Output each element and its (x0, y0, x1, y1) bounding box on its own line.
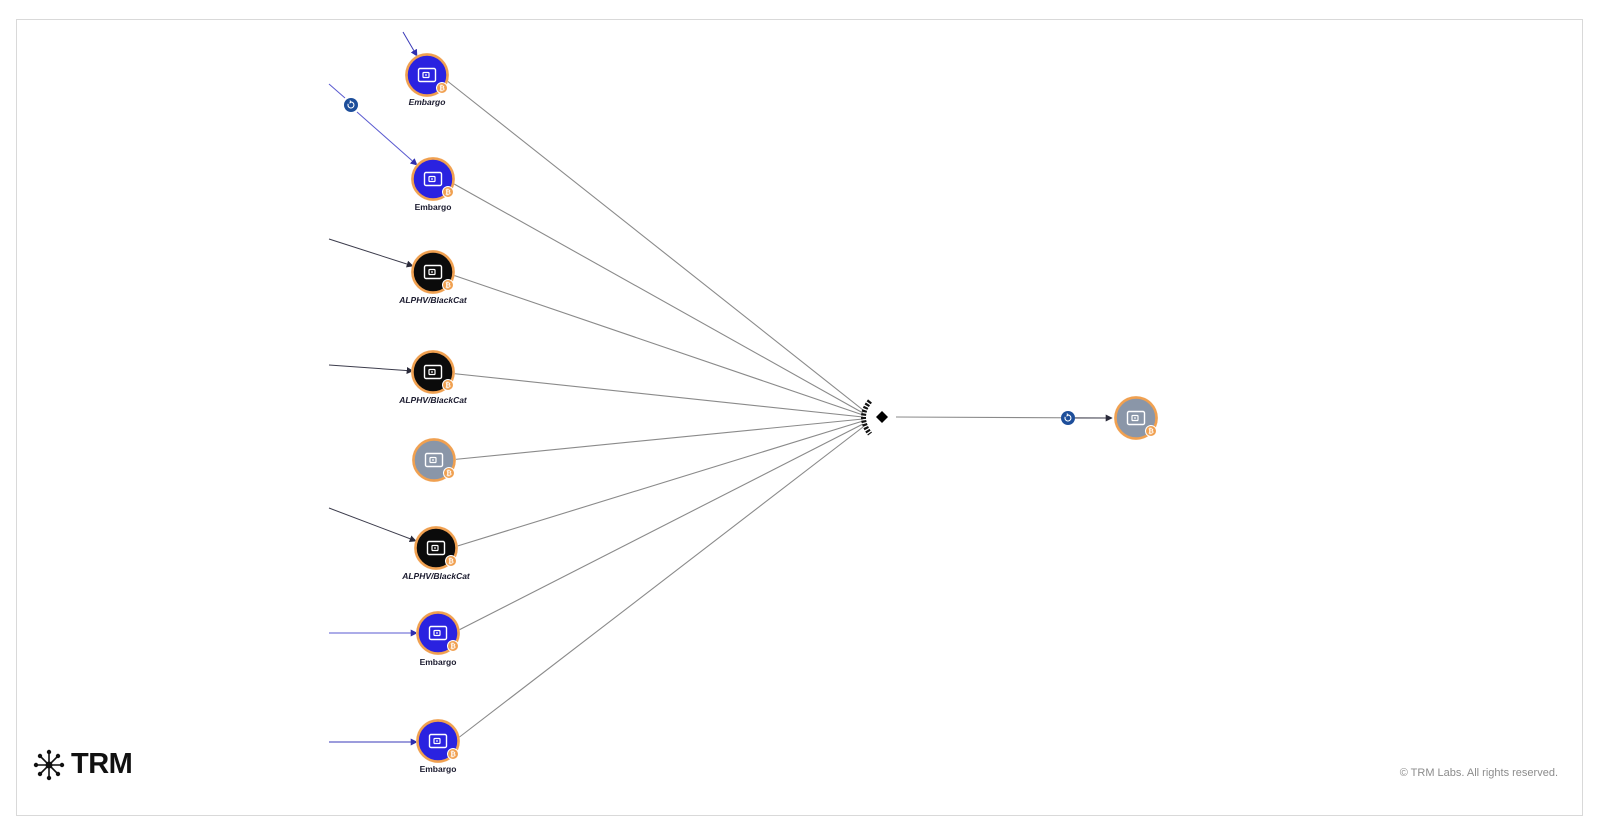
bitcoin-icon: ₿ (442, 186, 454, 198)
incoming-edge[interactable] (328, 507, 417, 543)
svg-text:₿: ₿ (1148, 428, 1154, 436)
wallet-node-alphv[interactable]: ₿ ALPHV/BlackCat (398, 350, 468, 405)
edge-line[interactable] (440, 75, 864, 411)
edge-line[interactable] (446, 272, 864, 416)
edge-line[interactable] (450, 420, 864, 549)
trm-logo: TRM (33, 748, 133, 781)
wallet-node-embargo[interactable]: ₿ Embargo (405, 53, 449, 107)
incoming-edge[interactable] (328, 364, 414, 375)
wallet-node-alphv[interactable]: ₿ ALPHV/BlackCat (401, 526, 471, 581)
fan-in-marker (861, 399, 873, 436)
svg-text:₿: ₿ (445, 382, 451, 390)
svg-text:₿: ₿ (448, 558, 454, 566)
wallet-node-destination[interactable]: ₿ (1114, 396, 1158, 440)
diamond-icon (876, 411, 888, 423)
svg-text:₿: ₿ (445, 189, 451, 197)
bitcoin-icon: ₿ (443, 467, 455, 479)
node-label: Embargo (415, 202, 452, 212)
edge-line[interactable] (446, 179, 864, 414)
swap-marker[interactable] (344, 98, 358, 112)
incoming-edge[interactable] (356, 111, 418, 166)
incoming-edge[interactable] (402, 31, 418, 57)
logo-text: TRM (71, 748, 133, 780)
svg-text:₿: ₿ (446, 470, 452, 478)
trm-logo-icon (33, 749, 65, 780)
bitcoin-icon: ₿ (447, 748, 459, 760)
transaction-graph[interactable]: ₿ Embargo ₿ Embargo ₿ ALPHV/BlackCat (17, 20, 1583, 816)
edge-line[interactable] (448, 418, 864, 461)
incoming-edge[interactable] (328, 238, 414, 268)
bitcoin-icon: ₿ (436, 82, 448, 94)
swap-marker[interactable] (1061, 411, 1075, 425)
node-label: ALPHV/BlackCat (401, 571, 471, 581)
edge-group (440, 75, 1112, 743)
incoming-edge-group (328, 31, 1113, 746)
svg-text:₿: ₿ (450, 643, 456, 651)
bitcoin-icon: ₿ (442, 379, 454, 391)
svg-text:₿: ₿ (450, 751, 456, 759)
node-label: ALPHV/BlackCat (398, 295, 468, 305)
svg-text:₿: ₿ (445, 282, 451, 290)
edge-line[interactable] (452, 423, 864, 634)
node-label: Embargo (409, 97, 446, 107)
bitcoin-icon: ₿ (445, 555, 457, 567)
wallet-node-unattributed[interactable]: ₿ (412, 438, 456, 482)
node-label: Embargo (420, 657, 457, 667)
hub-node[interactable] (861, 399, 889, 436)
bitcoin-icon: ₿ (442, 279, 454, 291)
node-label: ALPHV/BlackCat (398, 395, 468, 405)
edge-line[interactable] (452, 426, 864, 743)
graph-canvas[interactable]: ₿ Embargo ₿ Embargo ₿ ALPHV/BlackCat (16, 19, 1583, 816)
wallet-node-embargo[interactable]: ₿ Embargo (411, 157, 455, 212)
node-label: Embargo (420, 764, 457, 774)
copyright-notice: © TRM Labs. All rights reserved. (1399, 767, 1558, 779)
wallet-node-embargo[interactable]: ₿ Embargo (416, 611, 460, 667)
svg-text:₿: ₿ (439, 85, 445, 93)
incoming-edge[interactable] (328, 83, 346, 99)
swap-icon (347, 100, 355, 109)
wallet-node-alphv[interactable]: ₿ ALPHV/BlackCat (398, 250, 468, 305)
swap-icon (1064, 413, 1072, 422)
bitcoin-icon: ₿ (447, 640, 459, 652)
wallet-node-embargo[interactable]: ₿ Embargo (416, 719, 460, 774)
edge-line[interactable] (447, 372, 864, 418)
bitcoin-icon: ₿ (1145, 425, 1157, 437)
